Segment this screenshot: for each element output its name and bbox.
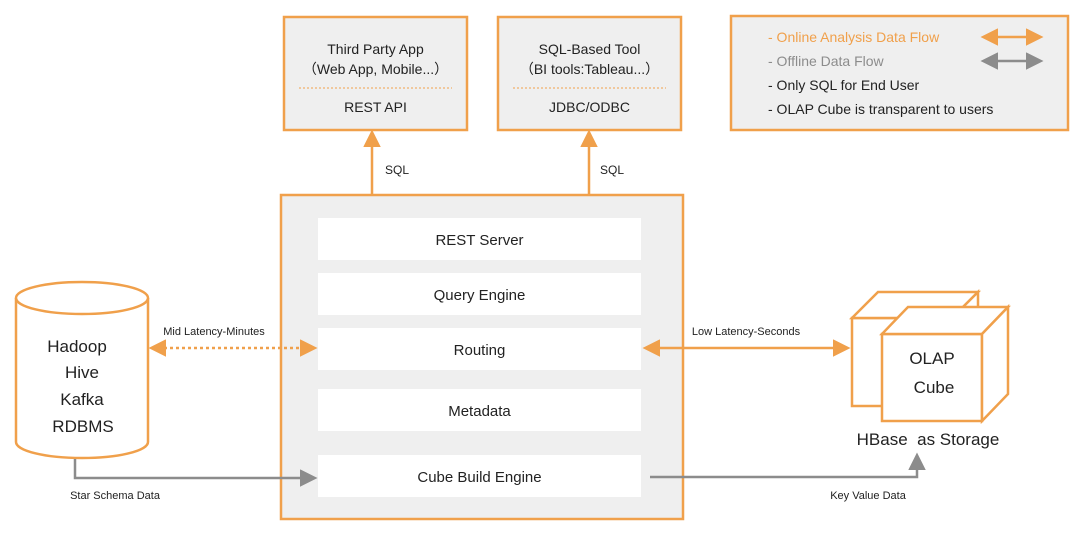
legend-offline: - Offline Data Flow [768,53,885,69]
legend-online: - Online Analysis Data Flow [768,29,940,45]
client-title: SQL-Based Tool [539,41,641,57]
client-box-third-party: Third Party App （Web App, Mobile...） RES… [282,15,469,132]
source-line: Hadoop [47,337,107,356]
cube-line: OLAP [909,349,954,368]
legend-olap-transparent: - OLAP Cube is transparent to users [768,101,993,117]
component-cube-build-engine [318,455,641,497]
component-label: Routing [454,342,506,359]
mid-latency-label: Mid Latency-Minutes [163,326,265,338]
data-source-cylinder: Hadoop Hive Kafka RDBMS [14,280,150,460]
component-routing [318,328,641,370]
client-interface: JDBC/ODBC [549,99,630,115]
component-label: REST Server [435,232,523,249]
component-metadata [318,389,641,431]
star-schema-label: Star Schema Data [70,490,161,502]
client-interface: REST API [344,99,407,115]
component-label: Query Engine [434,287,526,304]
source-line: Kafka [60,390,104,409]
legend-sql-only: - Only SQL for End User [768,77,920,93]
client-title: Third Party App [327,41,424,57]
component-label: Metadata [448,403,511,420]
key-value-arrow [650,452,926,479]
storage-label: HBase as Storage [857,430,1000,449]
key-value-label: Key Value Data [830,490,907,502]
low-latency-label: Low Latency-Seconds [692,326,801,338]
kylin-server: REST Server Query Engine Routing Metadat… [279,193,685,521]
legend-box: - Online Analysis Data Flow - Offline Da… [729,14,1070,132]
sql-label-right: SQL [600,163,624,177]
star-schema-arrow [73,459,318,487]
sql-label-left: SQL [385,163,409,177]
component-query-engine [318,273,641,315]
source-line: Hive [65,363,99,382]
client-box-sql-tool: SQL-Based Tool （BI tools:Tableau...） JDB… [496,15,683,132]
source-line: RDBMS [52,417,113,436]
cube-line: Cube [914,378,955,397]
client-subtitle: （BI tools:Tableau...） [520,61,659,77]
component-rest-server [318,218,641,260]
client-subtitle: （Web App, Mobile...） [303,61,448,77]
component-label: Cube Build Engine [417,469,541,486]
olap-cube-front: OLAP Cube [879,303,1011,425]
